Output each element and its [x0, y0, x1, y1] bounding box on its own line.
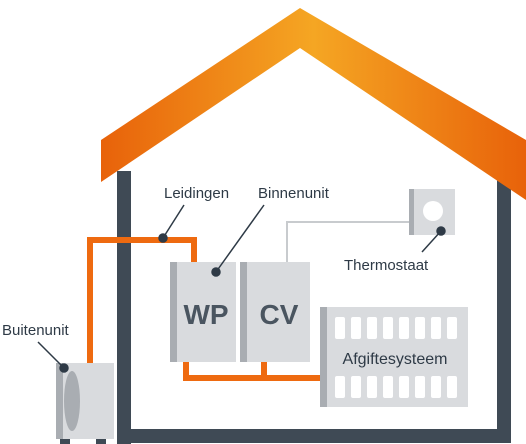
- wp-label: WP: [183, 299, 228, 330]
- buitenunit-label: Buitenunit: [2, 322, 70, 339]
- pipes: [87, 237, 324, 381]
- afgiftesysteem-label: Afgiftesysteem: [343, 351, 448, 368]
- leidingen-label: Leidingen: [164, 185, 229, 202]
- thermostat-wire: [286, 221, 410, 262]
- radiator: Afgiftesysteem: [320, 307, 468, 407]
- outdoor-unit: [56, 363, 114, 444]
- binnenunit-label: Binnenunit: [258, 185, 330, 202]
- cv-label: CV: [260, 299, 299, 330]
- thermostaat-label: Thermostaat: [344, 257, 429, 274]
- thermostat: [409, 189, 455, 235]
- wp-unit: WP: [170, 262, 236, 362]
- house-roof: [101, 8, 526, 200]
- leader-lines: [37, 204, 446, 373]
- house-wall: [117, 151, 511, 444]
- cv-unit: CV: [240, 262, 310, 362]
- radiator-fins: [335, 317, 457, 398]
